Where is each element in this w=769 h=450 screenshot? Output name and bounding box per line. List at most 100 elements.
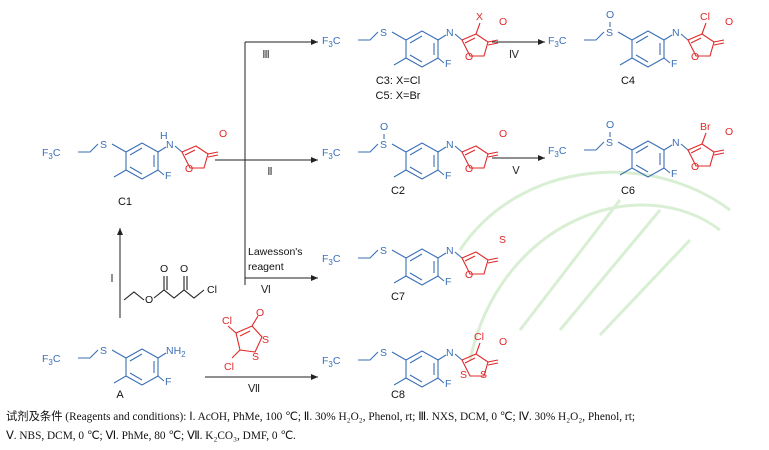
svg-text:O: O: [256, 307, 264, 319]
svg-text:S: S: [252, 351, 259, 363]
svg-text:F: F: [445, 58, 451, 70]
svg-text:O: O: [380, 121, 388, 133]
svg-text:Cl: Cl: [224, 361, 234, 373]
arrow-step-iv: Ⅳ: [492, 39, 545, 61]
svg-text:O: O: [499, 128, 507, 140]
compound-c6-structure: F3C S O F N Br O O: [548, 119, 733, 180]
svg-text:NH2: NH2: [166, 345, 186, 359]
svg-text:O: O: [691, 51, 699, 63]
svg-text:Cl: Cl: [474, 331, 484, 343]
compound-c3-structure: F3C S F N X O O: [322, 11, 507, 70]
svg-text:S: S: [100, 345, 107, 357]
svg-text:Ⅴ: Ⅴ: [512, 165, 520, 177]
compound-c7-structure: F3C S F N O S: [322, 234, 506, 288]
svg-text:F3C: F3C: [322, 147, 341, 161]
svg-text:O: O: [725, 126, 733, 138]
svg-text:N: N: [446, 347, 454, 359]
svg-text:O: O: [725, 16, 733, 28]
svg-text:F: F: [445, 170, 451, 182]
svg-text:F3C: F3C: [42, 147, 61, 161]
svg-text:F: F: [445, 378, 451, 390]
svg-text:Cl: Cl: [700, 11, 710, 23]
svg-text:S: S: [380, 245, 387, 257]
svg-text:S: S: [100, 139, 107, 151]
svg-text:Ⅱ: Ⅱ: [267, 166, 272, 178]
svg-text:O: O: [499, 16, 507, 28]
svg-text:F: F: [165, 376, 171, 388]
svg-text:S: S: [262, 334, 269, 346]
svg-text:F3C: F3C: [322, 253, 341, 267]
svg-text:F: F: [165, 170, 171, 182]
label-c5: C5: X=Br: [376, 90, 421, 102]
arrow-branch-trunk: [215, 42, 246, 285]
svg-text:N: N: [672, 137, 680, 149]
svg-text:Cl: Cl: [222, 315, 232, 327]
svg-text:O: O: [160, 263, 168, 275]
svg-text:F3C: F3C: [322, 355, 341, 369]
svg-text:O: O: [465, 163, 473, 175]
svg-text:S: S: [460, 369, 467, 381]
label-c1: C1: [118, 196, 132, 208]
label-c2: C2: [391, 185, 405, 197]
compound-c1-structure: F3C S F NH O O: [42, 128, 227, 182]
svg-text:O: O: [145, 294, 153, 306]
label-c7: C7: [391, 291, 405, 303]
svg-text:Ⅳ: Ⅳ: [509, 49, 520, 61]
svg-text:S: S: [606, 137, 613, 149]
svg-text:H: H: [160, 130, 168, 142]
svg-text:Br: Br: [700, 121, 711, 133]
svg-text:S: S: [380, 139, 387, 151]
label-c6: C6: [621, 185, 635, 197]
svg-text:N: N: [446, 139, 454, 151]
label-c3: C3: X=Cl: [376, 75, 420, 87]
svg-text:F3C: F3C: [548, 35, 567, 49]
arrow-step-vi: Lawesson's reagent Ⅵ: [245, 246, 318, 296]
svg-text:reagent: reagent: [248, 261, 284, 273]
svg-text:Lawesson's: Lawesson's: [248, 246, 303, 258]
svg-text:Ⅶ: Ⅶ: [248, 383, 260, 395]
svg-text:F: F: [445, 276, 451, 288]
compound-c2-structure: F3C S O F N O O: [322, 121, 507, 182]
svg-text:F3C: F3C: [548, 145, 567, 159]
svg-text:S: S: [480, 369, 487, 381]
svg-text:Ⅵ: Ⅵ: [261, 284, 271, 296]
svg-text:F3C: F3C: [322, 35, 341, 49]
svg-text:N: N: [672, 27, 680, 39]
svg-text:O: O: [606, 119, 614, 131]
svg-text:O: O: [606, 9, 614, 21]
svg-text:S: S: [380, 27, 387, 39]
svg-text:Ⅲ: Ⅲ: [262, 49, 270, 61]
svg-text:O: O: [465, 51, 473, 63]
svg-text:S: S: [606, 27, 613, 39]
reaction-scheme: F3C S F NH O O C1 F3C S F N X O O C3: X=…: [42, 9, 733, 400]
svg-text:N: N: [166, 139, 174, 151]
svg-text:O: O: [180, 263, 188, 275]
label-c4: C4: [621, 75, 635, 87]
compound-c4-structure: F3C S O F N Cl O O: [548, 9, 733, 70]
svg-text:N: N: [446, 245, 454, 257]
svg-text:F3C: F3C: [42, 353, 61, 367]
arrow-step-i: Ⅰ: [110, 228, 123, 318]
svg-text:F: F: [671, 168, 677, 180]
svg-text:S: S: [380, 347, 387, 359]
svg-text:F: F: [671, 58, 677, 70]
reagent-ethyl-chloroacetoacetate: O O O Cl: [123, 263, 217, 306]
watermark: [458, 170, 731, 361]
svg-text:O: O: [499, 336, 507, 348]
conditions-line-1: 试剂及条件 (Reagents and conditions): Ⅰ. AcOH…: [6, 411, 635, 423]
svg-text:O: O: [219, 128, 227, 140]
reaction-conditions: 试剂及条件 (Reagents and conditions): Ⅰ. AcOH…: [6, 408, 766, 446]
label-c8: C8: [391, 389, 405, 400]
arrow-step-v: Ⅴ: [492, 155, 545, 177]
arrow-step-ii: Ⅱ: [245, 157, 318, 178]
compound-c8-structure: F3C S F N Cl S S O: [322, 331, 507, 390]
reagent-dichloro-dithiolone: Cl Cl O S S: [222, 307, 269, 373]
compound-a-structure: F3C S F NH2: [42, 345, 186, 388]
label-a: A: [116, 389, 124, 400]
svg-text:Cl: Cl: [207, 284, 217, 296]
svg-text:X: X: [476, 11, 483, 23]
svg-text:N: N: [446, 27, 454, 39]
arrow-step-vii: Ⅶ: [205, 374, 318, 395]
svg-text:O: O: [691, 161, 699, 173]
arrow-step-iii: Ⅲ: [245, 39, 318, 61]
